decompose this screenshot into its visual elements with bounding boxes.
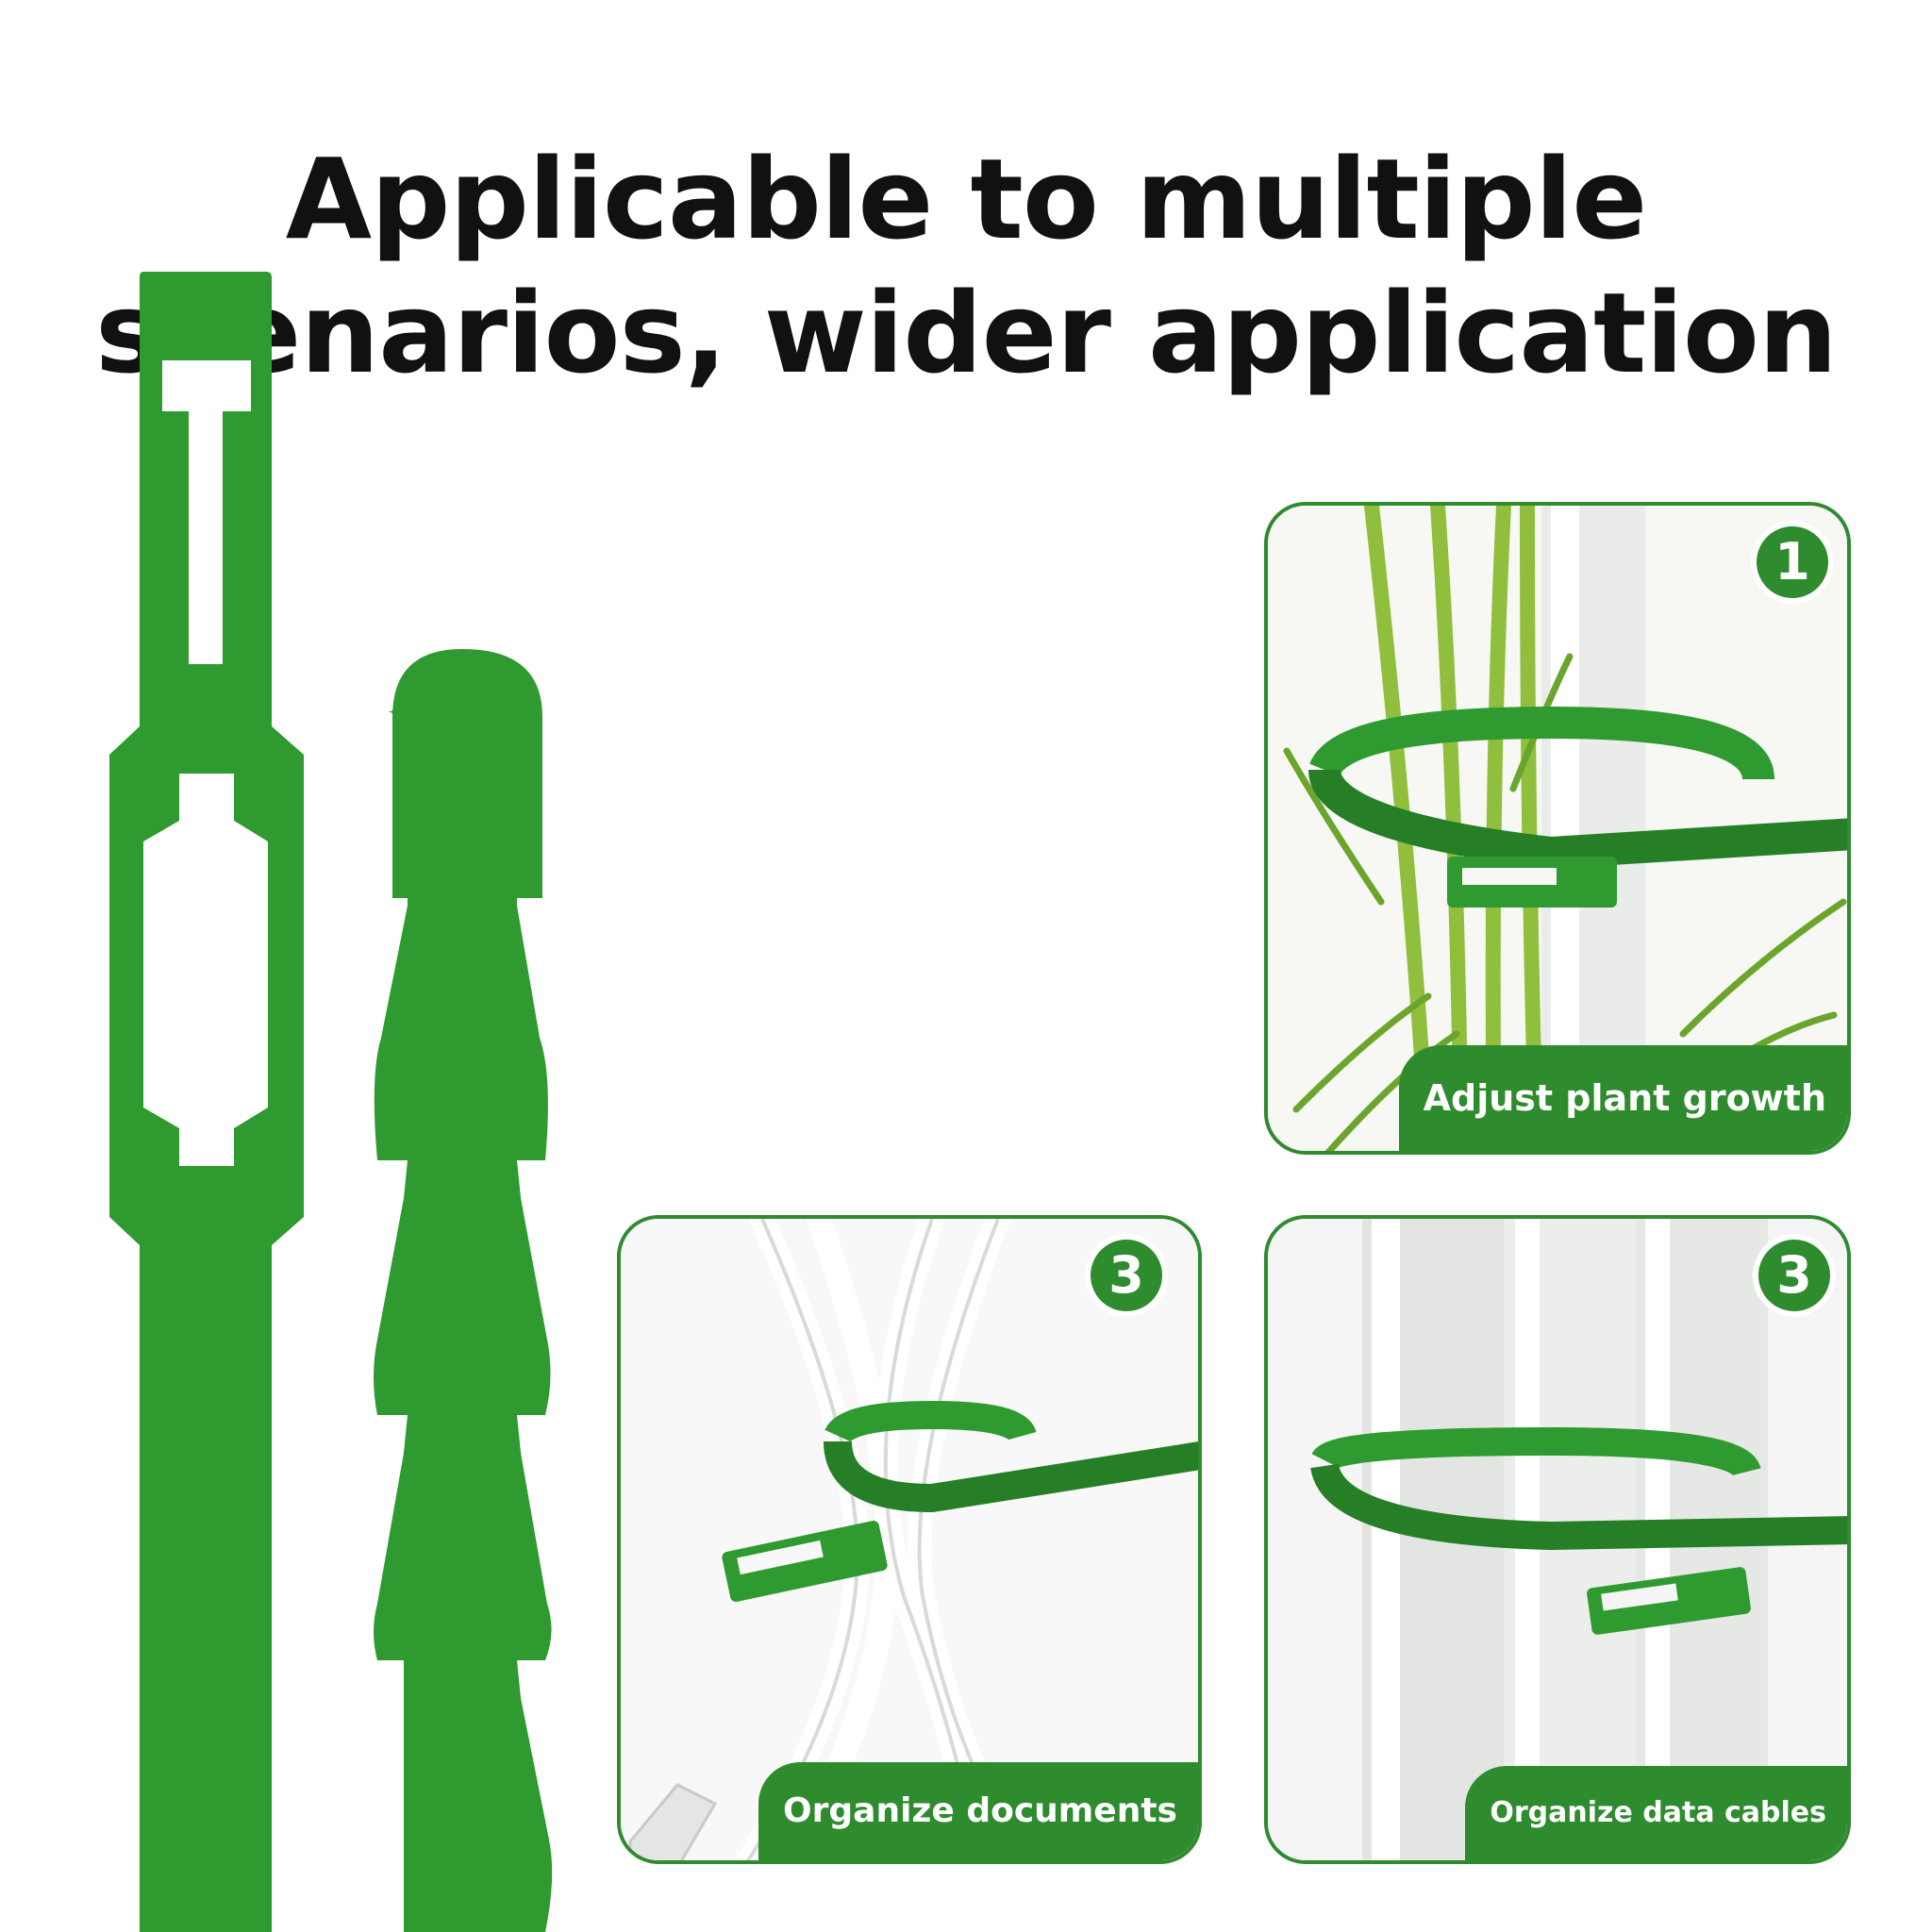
step-badge: 3	[1758, 1240, 1830, 1311]
cable-tie-toothed-strap	[374, 649, 553, 1932]
plant-scene-image	[1268, 506, 1847, 1151]
panel-caption: Organize documents	[758, 1762, 1198, 1860]
step-badge: 1	[1757, 526, 1828, 598]
cable-tie-buckle-strap	[109, 272, 304, 1932]
headline: Applicable to multiple scenarios, wider …	[0, 132, 1932, 400]
headline-line-2: scenarios, wider application	[95, 268, 1838, 398]
cable-tie-ring	[1308, 706, 1847, 908]
pipes-scene-image	[1268, 1219, 1847, 1860]
cable-bundle-scene-image	[621, 1219, 1198, 1860]
cable-tie-illustration	[109, 272, 553, 1932]
cable-tie-ring	[722, 1400, 1198, 1602]
panel-caption: Adjust plant growth	[1398, 1045, 1847, 1151]
cable-tie-ring	[1310, 1426, 1847, 1635]
step-badge: 3	[1091, 1240, 1162, 1311]
panel-caption: Organize data cables	[1465, 1766, 1847, 1860]
panel-plant-growth: 1 Adjust plant growth	[1264, 502, 1851, 1155]
headline-line-1: Applicable to multiple	[285, 134, 1648, 264]
panel-organize-data-cables: 3 Organize data cables	[1264, 1215, 1851, 1864]
panel-organize-documents: 3 Organize documents	[617, 1215, 1202, 1864]
